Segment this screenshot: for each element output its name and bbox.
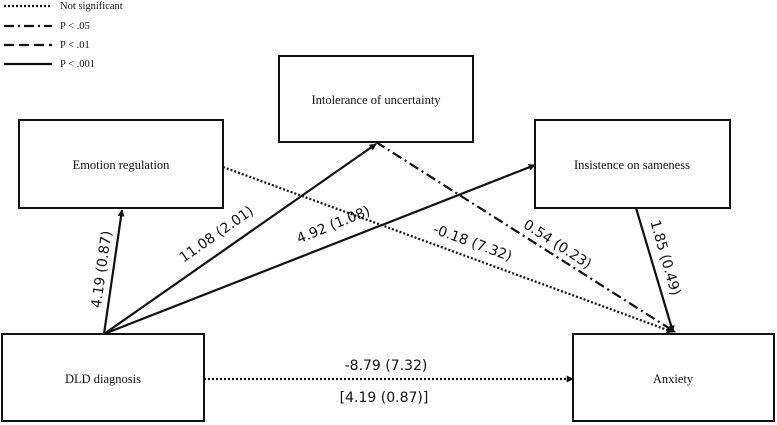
- coef-dld-anxiety: -8.79 (7.32): [345, 358, 428, 374]
- path-dld-to-emotion: [102, 209, 125, 335]
- node-emotion-regulation: Emotion regulation: [18, 119, 224, 209]
- path-dld-to-intolerance: [103, 143, 377, 335]
- legend-label-p001: P < .001: [60, 59, 95, 70]
- legend-label-not-significant: Not significant: [60, 1, 123, 12]
- path-dld-to-insistence: [103, 163, 536, 336]
- coef-dld-insistence: 4.92 (1.08): [294, 203, 372, 247]
- coef-dld-emotion: 4.19 (0.87): [89, 230, 116, 309]
- node-label-intolerance: Intolerance of uncertainty: [311, 93, 441, 107]
- path-intolerance-to-anxiety: [375, 141, 676, 333]
- coef-intolerance-anxiety: 0.54 (0.23): [520, 217, 594, 273]
- legend: Not significant P < .05 P < .01 P < .001: [4, 1, 123, 70]
- node-intolerance-of-uncertainty: Intolerance of uncertainty: [278, 55, 474, 143]
- node-label-insistence: Insistence on sameness: [574, 158, 690, 172]
- node-label-dld: DLD diagnosis: [65, 372, 141, 386]
- path-insistence-to-anxiety: [634, 207, 675, 333]
- node-label-emotion: Emotion regulation: [73, 158, 171, 172]
- node-dld-diagnosis: DLD diagnosis: [1, 333, 205, 422]
- total-effect-dld-anxiety: [4.19 (0.87)]: [340, 390, 429, 406]
- node-insistence-on-sameness: Insistence on sameness: [534, 119, 731, 209]
- legend-label-p01: P < .01: [60, 40, 90, 51]
- node-label-anxiety: Anxiety: [653, 372, 694, 386]
- node-anxiety: Anxiety: [572, 333, 775, 422]
- legend-label-p05: P < .05: [60, 21, 90, 32]
